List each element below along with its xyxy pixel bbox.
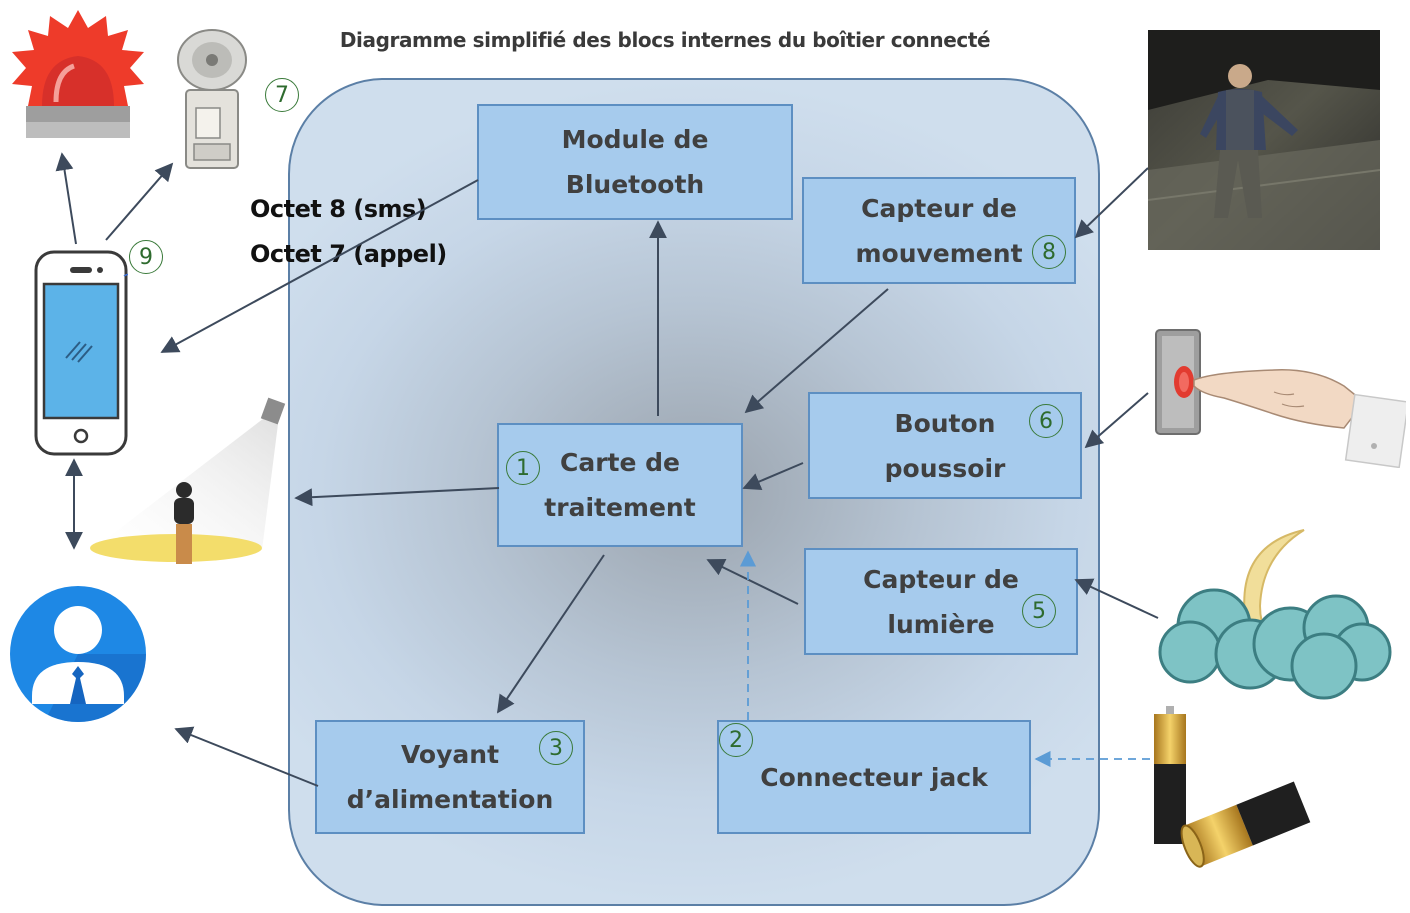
number-badge-8: 8 xyxy=(1032,235,1066,269)
number-badge-3: 3 xyxy=(539,731,573,765)
intruder-photo xyxy=(1148,30,1380,250)
spotlight-icon xyxy=(90,397,286,564)
arrow-phone-to-bell xyxy=(105,162,174,241)
block-jack-connector: Connecteur jack xyxy=(717,720,1031,834)
block-motion-sensor: Capteur de mouvement xyxy=(802,177,1076,284)
smartphone-icon xyxy=(34,250,128,456)
arrow-light-to-processing xyxy=(706,559,799,605)
number-badge-2: 2 xyxy=(719,723,753,757)
bell-icon xyxy=(177,29,247,169)
arrow-processing-to-power-led xyxy=(496,554,605,714)
arrow-motion-to-processing xyxy=(744,288,889,414)
number-badge-9: 9 xyxy=(129,240,163,274)
moon-cloud-icon xyxy=(1158,529,1392,700)
arrow-button-to-processing xyxy=(742,462,804,490)
label-octet-call: Octet 7 (appel) xyxy=(250,240,447,268)
alarm-light-icon xyxy=(12,10,144,138)
arrow-hand-to-button xyxy=(1084,392,1149,449)
diagram-title: Diagramme simplifié des blocs internes d… xyxy=(339,28,991,52)
arrow-bluetooth-to-phone xyxy=(160,179,479,353)
number-badge-6: 6 xyxy=(1029,404,1063,438)
arrow-processing-to-spotlight xyxy=(294,487,500,507)
number-badge-7: 7 xyxy=(265,78,299,112)
label-octet-sms: Octet 8 (sms) xyxy=(250,195,427,223)
push-button-hand-icon xyxy=(1155,329,1406,468)
arrow-intruder-to-motion xyxy=(1074,167,1149,239)
block-bluetooth-module: Module de Bluetooth xyxy=(477,104,793,220)
arrow-night-to-light xyxy=(1074,578,1159,619)
number-badge-1: 1 xyxy=(506,451,540,485)
user-icon xyxy=(10,586,146,722)
arrow-phone-to-alarm xyxy=(55,152,77,245)
arrow-power-led-to-user xyxy=(174,726,319,787)
batteries-icon xyxy=(1154,706,1311,868)
number-badge-5: 5 xyxy=(1022,594,1056,628)
block-processing-board: Carte de traitement xyxy=(497,423,743,547)
